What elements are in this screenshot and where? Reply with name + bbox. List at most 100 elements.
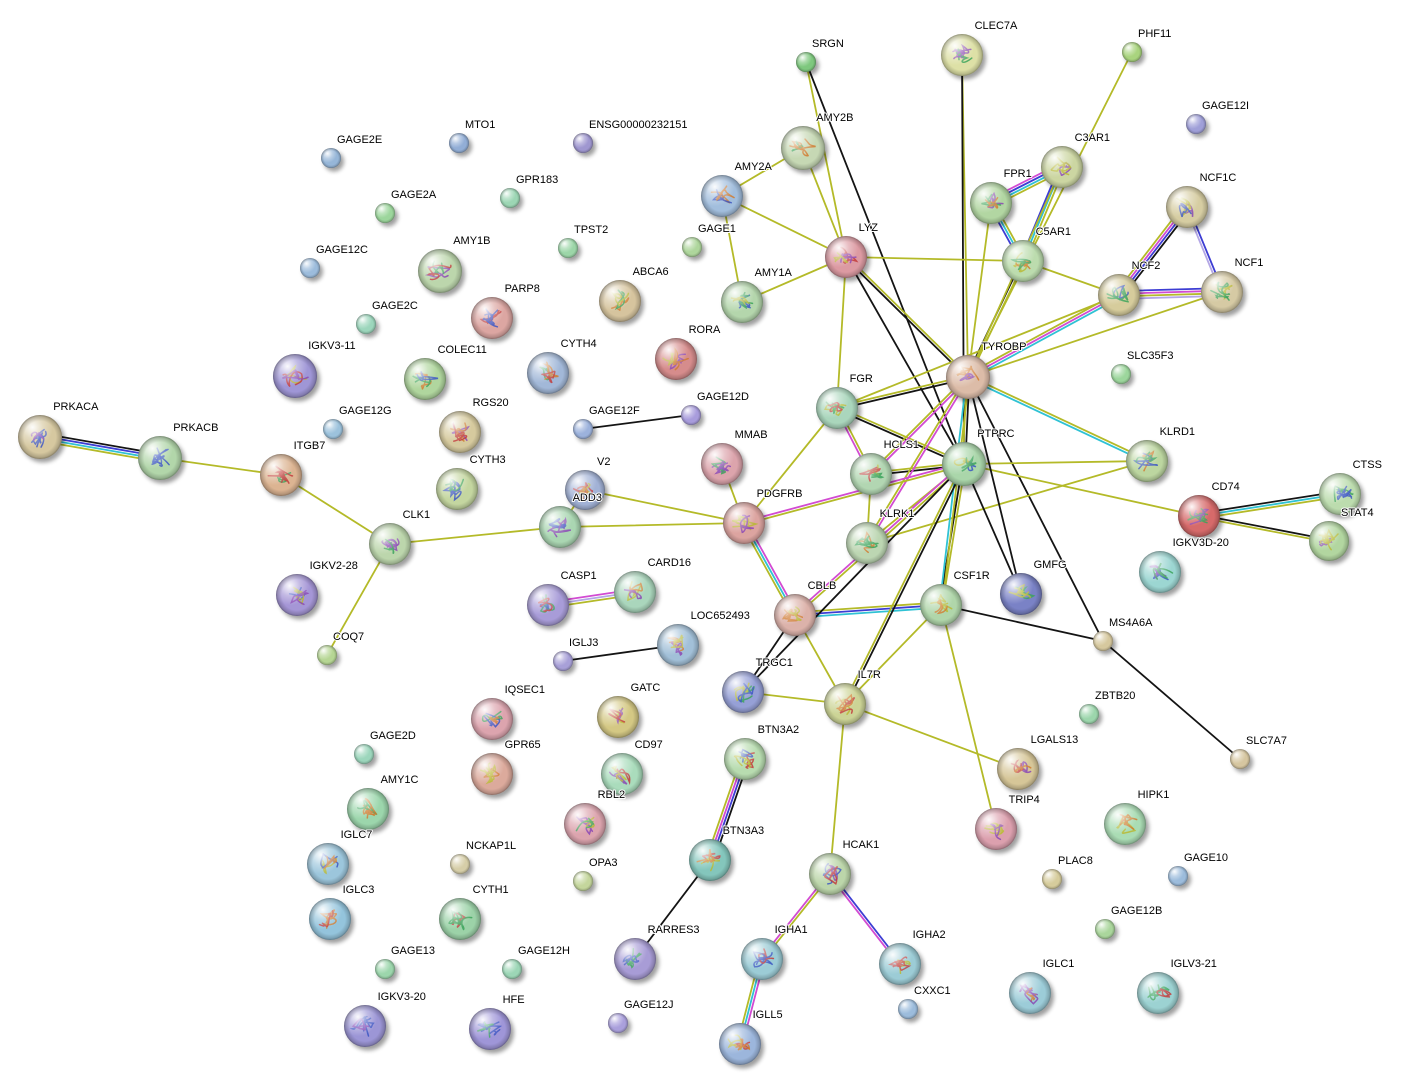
node-ABCA6[interactable] xyxy=(599,280,644,326)
node-GATC[interactable] xyxy=(597,696,642,742)
node-IQSEC1[interactable] xyxy=(471,698,516,744)
node-SRGN[interactable] xyxy=(796,52,819,76)
node-CTSS[interactable] xyxy=(1319,473,1364,519)
edge-CSF1R-MS4A6A[interactable] xyxy=(940,604,1104,642)
edge-LYZ-PTPRC[interactable] xyxy=(845,256,965,465)
node-PTPRC[interactable] xyxy=(942,442,989,490)
node-CD74[interactable] xyxy=(1178,495,1223,541)
node-COQ7[interactable] xyxy=(317,645,340,669)
node-HFE[interactable] xyxy=(469,1008,514,1054)
node-TPST2[interactable] xyxy=(558,238,581,262)
node-BTN3A2[interactable] xyxy=(724,738,769,784)
node-CLK1[interactable] xyxy=(369,523,414,569)
node-NCF2[interactable] xyxy=(1098,274,1143,320)
node-GAGE13[interactable] xyxy=(375,959,398,983)
node-TRGC1[interactable] xyxy=(722,671,767,717)
node-CYTH4[interactable] xyxy=(527,352,572,398)
node-KLRK1[interactable] xyxy=(846,522,891,568)
node-SLC35F3[interactable] xyxy=(1111,364,1134,388)
node-IGKV3D-20[interactable] xyxy=(1139,551,1184,597)
node-NCF1C[interactable] xyxy=(1166,186,1211,232)
edge-CD74-CTSS[interactable] xyxy=(1197,490,1342,520)
node-RGS20[interactable] xyxy=(439,411,484,457)
edge-SRGN-PTPRC[interactable] xyxy=(805,61,965,465)
node-PARP8[interactable] xyxy=(471,297,516,343)
node-IGKV2-28[interactable] xyxy=(276,574,321,620)
node-ZBTB20[interactable] xyxy=(1079,704,1102,728)
node-NCF1[interactable] xyxy=(1201,271,1246,317)
edge-V2-PDGFRB[interactable] xyxy=(584,489,745,524)
node-ADD3[interactable] xyxy=(539,506,584,552)
node-IGKV3-20[interactable] xyxy=(344,1005,389,1051)
node-GPR65[interactable] xyxy=(471,753,516,799)
node-GAGE2D[interactable] xyxy=(354,744,377,768)
node-GAGE10[interactable] xyxy=(1168,866,1191,890)
node-NCKAP1L[interactable] xyxy=(450,854,473,878)
edge-CLK1-ADD3[interactable] xyxy=(389,526,561,545)
node-CARD16[interactable] xyxy=(614,571,659,617)
edge-PTPRC-CD74[interactable] xyxy=(963,463,1200,517)
node-GAGE12I[interactable] xyxy=(1186,114,1209,138)
node-STAT4[interactable] xyxy=(1309,521,1352,565)
edge-PDGFRB-PTPRC[interactable] xyxy=(742,461,966,526)
node-IGLV3-21[interactable] xyxy=(1137,972,1182,1018)
node-IGLC3[interactable] xyxy=(309,898,354,944)
edge-FPR1-TYROBP[interactable] xyxy=(967,202,992,378)
node-GAGE12F[interactable] xyxy=(573,419,596,443)
edge-HCLS1-TYROBP[interactable] xyxy=(869,375,970,476)
edge-PHF11-TYROBP[interactable] xyxy=(967,51,1133,378)
node-GAGE12H[interactable] xyxy=(502,959,525,983)
node-IGLL5[interactable] xyxy=(719,1023,764,1069)
edge-HCAK1-IL7R[interactable] xyxy=(829,703,846,875)
edge-PDGFRB-FGR[interactable] xyxy=(743,407,838,524)
node-KLRD1[interactable] xyxy=(1126,440,1171,486)
node-GAGE1[interactable] xyxy=(682,237,705,261)
edge-IL7R-LGALS13[interactable] xyxy=(844,703,1019,770)
node-V2[interactable] xyxy=(565,470,608,514)
node-IGLJ3[interactable] xyxy=(553,651,576,675)
node-PHF11[interactable] xyxy=(1122,42,1145,66)
node-GAGE2E[interactable] xyxy=(321,148,344,172)
node-IGLC7[interactable] xyxy=(307,843,352,889)
edge-TYROBP-NCF1[interactable] xyxy=(967,291,1223,378)
edge-LYZ-C5AR1[interactable] xyxy=(845,256,1024,262)
node-FPR1[interactable] xyxy=(970,182,1015,228)
edge-GAGE12F-GAGE12D[interactable] xyxy=(582,414,692,430)
node-FGR[interactable] xyxy=(816,387,861,433)
node-AMY2A[interactable] xyxy=(701,175,746,221)
edge-TYROBP-KLRD1[interactable] xyxy=(966,374,1149,464)
node-SLC7A7[interactable] xyxy=(1230,749,1253,773)
edge-ADD3-PDGFRB[interactable] xyxy=(559,522,745,528)
node-GAGE12J[interactable] xyxy=(608,1013,631,1037)
edge-KLRD1-KLRK1[interactable] xyxy=(866,460,1148,544)
edge-TYROBP-KLRK1[interactable] xyxy=(865,375,970,545)
node-COLEC11[interactable] xyxy=(404,358,449,404)
node-GAGE12B[interactable] xyxy=(1095,919,1118,943)
node-MTO1[interactable] xyxy=(449,133,472,157)
node-AMY2B[interactable] xyxy=(781,126,828,174)
node-RBL2[interactable] xyxy=(564,803,609,849)
node-PDGFRB[interactable] xyxy=(723,502,768,548)
node-IGLC1[interactable] xyxy=(1009,972,1054,1018)
node-IGHA1[interactable] xyxy=(741,938,786,984)
node-LGALS13[interactable] xyxy=(997,748,1042,794)
node-RORA[interactable] xyxy=(655,338,700,384)
node-GMFG[interactable] xyxy=(1000,573,1045,619)
node-PRKACB[interactable] xyxy=(138,436,185,484)
node-CD97[interactable] xyxy=(601,753,646,799)
node-CSF1R[interactable] xyxy=(920,584,965,630)
node-PLAC8[interactable] xyxy=(1042,869,1065,893)
edge-FGR-NCF2[interactable] xyxy=(836,294,1120,409)
node-AMY1B[interactable] xyxy=(418,249,465,297)
node-C5AR1[interactable] xyxy=(1002,240,1047,286)
edge-MS4A6A-SLC7A7[interactable] xyxy=(1102,640,1241,760)
node-ENSG00000232151[interactable] xyxy=(573,133,596,157)
node-GAGE2A[interactable] xyxy=(375,203,398,227)
node-GPR183[interactable] xyxy=(500,188,523,212)
node-GAGE12C[interactable] xyxy=(300,258,323,282)
edge-PTPRC-IL7R[interactable] xyxy=(842,462,967,706)
edge-PTPRC-TRGC1[interactable] xyxy=(742,463,965,693)
node-RARRES3[interactable] xyxy=(614,938,659,984)
node-CASP1[interactable] xyxy=(527,584,572,630)
edge-CSF1R-IL7R[interactable] xyxy=(844,604,942,705)
